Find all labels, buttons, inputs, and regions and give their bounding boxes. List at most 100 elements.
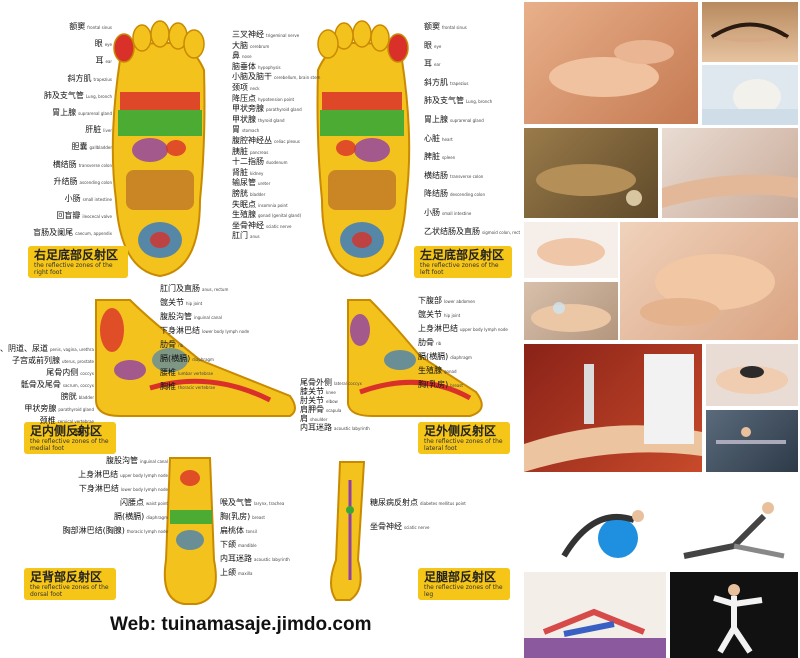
label-en: breast: [252, 515, 265, 520]
title-en: the reflective zones of the medial foot: [30, 438, 109, 452]
title-zh: 左足底部反射区: [420, 248, 505, 262]
title-en: the reflective zones of the dorsal foot: [30, 584, 109, 598]
label-en: gallbladder: [89, 145, 113, 151]
photo-face-mask: [702, 65, 798, 125]
label-en: transverse colon: [450, 173, 484, 179]
medial-foot-outline: [95, 299, 296, 417]
label-zh: 腹股沟管: [160, 312, 192, 321]
label-zh: 上身淋巴结: [78, 470, 119, 479]
label-en: kidney: [250, 170, 264, 176]
label-zh: 髋关节: [418, 310, 442, 319]
label-en: diabetes mellitus point: [420, 501, 466, 506]
label-zh: 小肠: [64, 194, 81, 203]
label-zh: 甲状旁腺: [232, 104, 264, 114]
label-zh: 肋骨: [160, 340, 176, 349]
label-en: ascending colon: [79, 179, 112, 185]
foot-diagrams: [95, 20, 483, 605]
label-en: ileocecal valve: [82, 214, 112, 220]
label-zh: 眼: [94, 39, 103, 49]
photo-manicure: [524, 222, 618, 278]
leg-zone-diabetes: [346, 506, 354, 514]
label-zh: 尾骨内侧: [46, 368, 79, 377]
label-zh: 斜方肌: [424, 77, 448, 87]
label-en: cerebrum: [250, 43, 270, 49]
label-en: acoustic labyrinth: [254, 557, 290, 562]
label-zh: 扁桃体: [220, 526, 244, 535]
left-sole-toe: [352, 20, 372, 48]
dorsal-zone-label: 胸(乳房)breast: [220, 512, 265, 522]
label-en: spleen: [442, 155, 456, 161]
medial-zone-red: [100, 308, 124, 352]
photo-back-massage: [524, 2, 698, 124]
label-en: frontal sinus: [442, 25, 467, 30]
label-zh: 子宫或前列腺: [11, 356, 60, 365]
label-zh: 脑垂体: [232, 61, 256, 71]
label-zh: 三叉神经: [232, 30, 264, 39]
title-dorsal: 足背部反射区 the reflective zones of the dorsa…: [24, 568, 116, 600]
photo-stone-massage: [706, 344, 798, 406]
photo-exercise-ball: [534, 476, 670, 568]
label-en: insomnia point: [258, 202, 288, 208]
label-zh: 腹股沟管: [106, 456, 139, 465]
photo-partner-stretch: [524, 572, 666, 658]
right-sole-toe: [132, 24, 152, 52]
photo-gym: [706, 410, 798, 472]
label-en: maxilla: [238, 571, 253, 576]
title-zh: 足背部反射区: [30, 570, 103, 584]
left-sole-zone-kidney: [336, 140, 356, 156]
title-left-sole: 左足底部反射区 the reflective zones of the left…: [414, 246, 512, 278]
label-en: anus, rectum: [202, 287, 229, 292]
label-en: acoustic labyrinth: [334, 426, 370, 431]
photo-ultrasound-therapy: [524, 344, 702, 472]
label-zh: 小脑及脑干: [232, 72, 272, 82]
label-zh: 阴茎、阴道、尿道: [0, 344, 48, 353]
title-zh: 右足底部反射区: [34, 248, 119, 262]
left-sole-zone-heel-core: [352, 232, 372, 248]
label-zh: 尾骨外侧: [300, 378, 332, 387]
title-zh: 足外侧反射区: [424, 424, 497, 438]
title-lateral: 足外侧反射区 the reflective zones of the later…: [418, 422, 510, 454]
right-sole-toe: [150, 20, 170, 48]
label-zh: 腹腔神经丛: [232, 136, 272, 145]
label-en: cervical vertebrae: [57, 419, 94, 424]
title-en: the reflective zones of the right foot: [34, 262, 113, 276]
photo-collage: [520, 0, 800, 658]
label-zh: 喉及气管: [220, 498, 252, 507]
label-en: stomach: [242, 128, 260, 134]
dorsal-zone-red: [180, 470, 200, 486]
label-en: pancreas: [250, 149, 269, 155]
medial-zone-purple: [114, 360, 146, 380]
label-en: coccyx: [80, 371, 94, 376]
